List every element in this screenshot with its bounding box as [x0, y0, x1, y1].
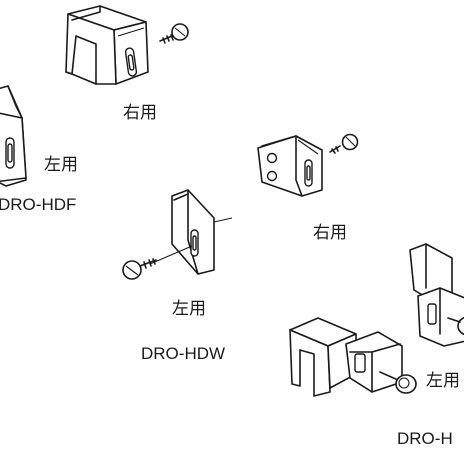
label-left-use-bottom-right: 左用	[426, 371, 460, 390]
label-right-use-top: 右用	[123, 103, 157, 122]
stop-pin-icon	[447, 316, 464, 336]
label-right-use-mid: 右用	[313, 223, 347, 242]
bracket-icon	[149, 189, 233, 275]
bracket-icon	[289, 317, 403, 397]
label-left-use-center: 左用	[172, 299, 206, 318]
bracket-icon	[409, 243, 464, 347]
label-model-hdf: DRO-HDF	[0, 195, 77, 214]
screw-icon	[329, 133, 359, 154]
label-model-hdw: DRO-HDW	[141, 344, 226, 363]
label-model-bottom-right: DRO-H	[397, 429, 453, 448]
screw-icon	[122, 258, 157, 280]
bracket-icon	[65, 5, 149, 85]
stop-pin-icon	[379, 371, 417, 394]
label-left-use-left: 左用	[44, 155, 78, 174]
bracket-icon	[0, 85, 27, 187]
screw-icon	[159, 23, 189, 44]
bracket-icon	[257, 135, 323, 197]
